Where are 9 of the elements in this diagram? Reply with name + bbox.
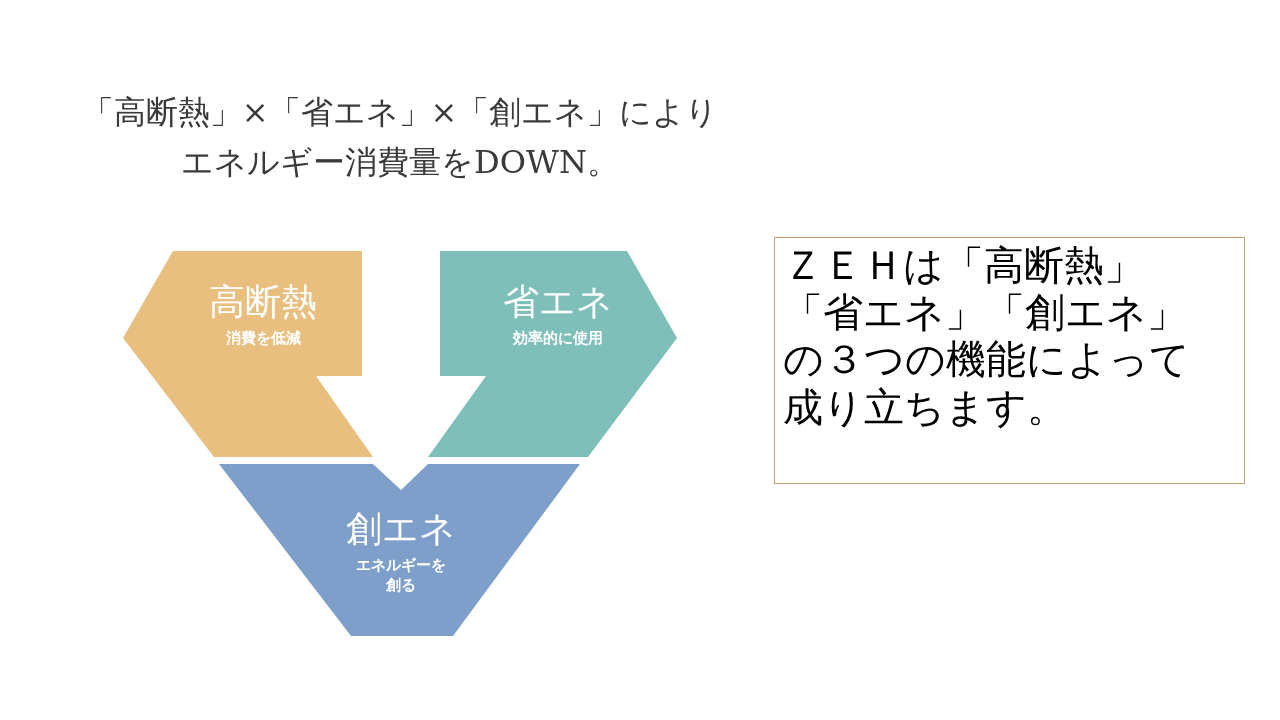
note-text: ＺＥＨは「高断熱」「省エネ」「創エネ」の３つの機能によって成り立ちます。 bbox=[783, 242, 1191, 431]
diagram-title: 「高断熱」×「省エネ」×「創エネ」によりエネルギー消費量をDOWN。 bbox=[80, 92, 720, 183]
block-subtitle: 効率的に使用 bbox=[513, 329, 603, 349]
block-subtitle: 消費を低減 bbox=[225, 329, 301, 349]
note-box bbox=[774, 237, 1245, 484]
block-heading: 高断熱 bbox=[209, 280, 317, 324]
block-heading: 省エネ bbox=[503, 280, 613, 324]
block-heading: 創エネ bbox=[346, 507, 456, 551]
block-subtitle: エネルギーを創る bbox=[356, 556, 446, 595]
